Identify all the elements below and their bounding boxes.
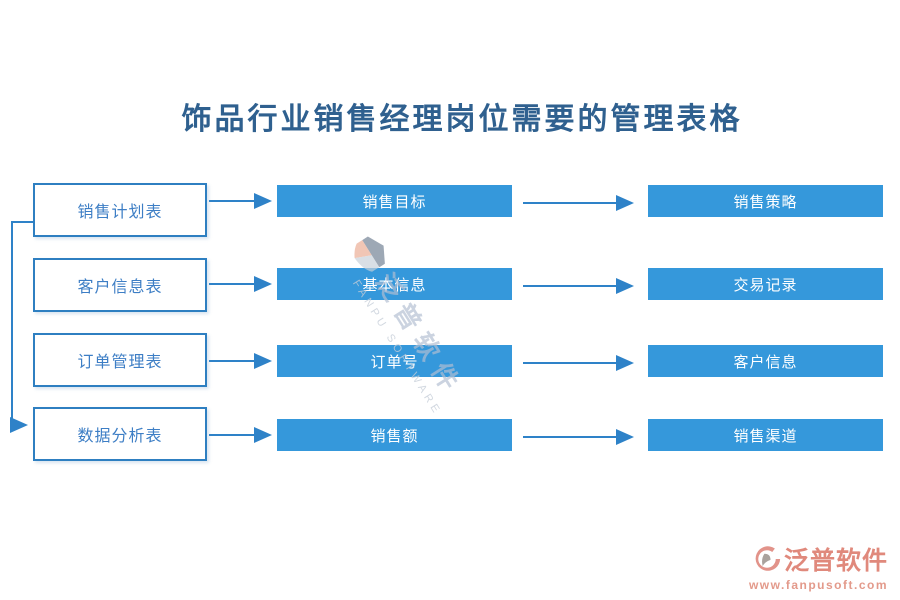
left-box-sales-plan-table: 销售计划表 <box>33 183 207 237</box>
middle-box-order-number: 订单号 <box>277 345 512 377</box>
left-box-data-analysis-table: 数据分析表 <box>33 407 207 461</box>
middle-box-label: 销售目标 <box>362 193 427 211</box>
left-box-label: 销售计划表 <box>77 204 163 221</box>
right-box-transaction-records: 交易记录 <box>648 268 883 300</box>
middle-box-sales-target: 销售目标 <box>277 185 512 217</box>
middle-box-label: 基本信息 <box>362 276 427 294</box>
footer-brand-block: 泛普软件 www.fanpusoft.com <box>749 541 888 592</box>
right-box-sales-strategy: 销售策略 <box>648 185 883 217</box>
middle-box-basic-info: 基本信息 <box>277 268 512 300</box>
footer-brand-name: 泛普软件 <box>783 547 888 575</box>
right-box-sales-channels: 销售渠道 <box>648 419 883 451</box>
middle-box-sales-amount: 销售额 <box>277 419 512 451</box>
left-box-order-management-table: 订单管理表 <box>33 333 207 387</box>
left-box-label: 订单管理表 <box>77 354 163 371</box>
footer-url: www.fanpusoft.com <box>748 578 888 592</box>
right-box-label: 销售策略 <box>733 193 798 211</box>
right-box-label: 客户信息 <box>733 353 798 371</box>
page-title: 饰品行业销售经理岗位需要的管理表格 <box>181 102 743 137</box>
right-box-label: 交易记录 <box>733 276 798 294</box>
right-box-customer-info: 客户信息 <box>648 345 883 377</box>
left-box-label: 客户信息表 <box>77 279 163 296</box>
left-box-label: 数据分析表 <box>77 428 163 445</box>
right-box-label: 销售渠道 <box>733 427 798 445</box>
middle-box-label: 订单号 <box>370 353 419 371</box>
middle-box-label: 销售额 <box>370 427 419 445</box>
left-box-customer-info-table: 客户信息表 <box>33 258 207 312</box>
elbow-connector-box1-to-box4 <box>10 221 33 433</box>
fanpu-logo-icon <box>755 546 781 571</box>
